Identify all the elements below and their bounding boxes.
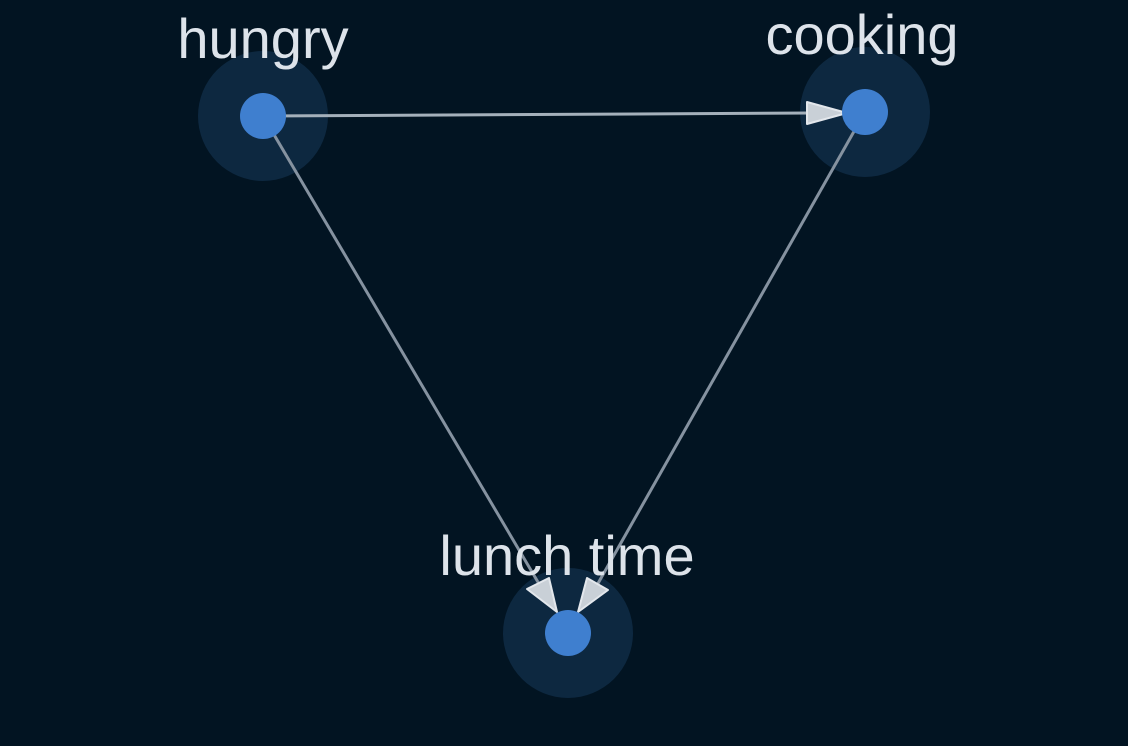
node-label-hungry: hungry bbox=[177, 7, 348, 70]
arrowhead-to-cooking bbox=[806, 101, 848, 125]
edges bbox=[261, 111, 867, 595]
arrowhead-cooking-to-lunch-time bbox=[577, 577, 609, 613]
edge-hungry-cooking bbox=[262, 111, 812, 118]
node-cooking[interactable] bbox=[842, 89, 888, 135]
arrowheads bbox=[526, 101, 848, 613]
edge-cooking-lunch-time bbox=[590, 111, 867, 595]
node-lunch-time[interactable] bbox=[545, 610, 591, 656]
node-hungry[interactable] bbox=[240, 93, 286, 139]
arrowhead-hungry-to-lunch-time bbox=[526, 577, 558, 613]
node-label-lunch-time: lunch time bbox=[439, 524, 694, 587]
edge-hungry-lunch-time bbox=[261, 115, 547, 595]
node-label-cooking: cooking bbox=[765, 3, 958, 66]
